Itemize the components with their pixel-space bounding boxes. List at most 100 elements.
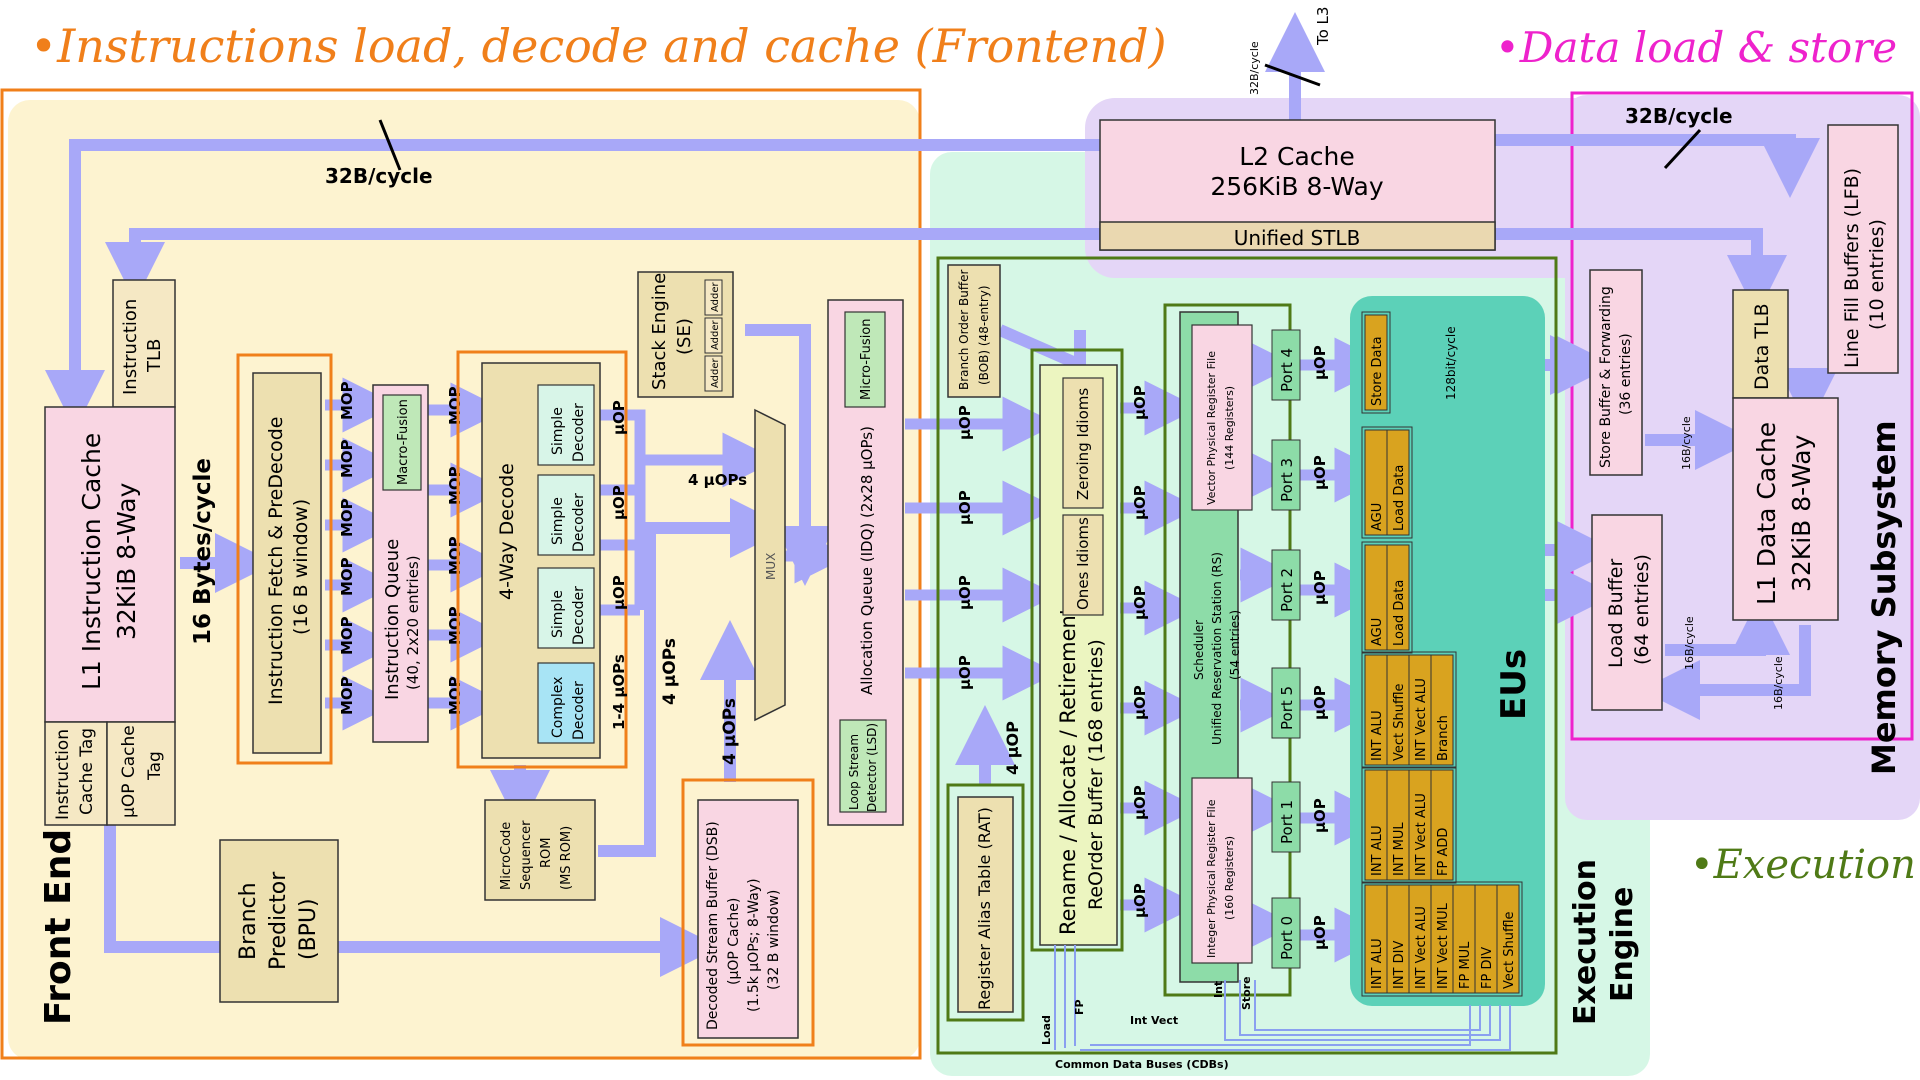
mop-label: MOP [338,676,356,715]
fetch-line2: (16 B window) [290,499,312,635]
uop-label: µOP [956,655,974,690]
port-label: Port 5 [1278,686,1296,730]
branch-predictor [219,839,339,1003]
vprf-line1: Vector Physical Register File [1205,351,1218,505]
bus-load-label: Load [1040,1015,1053,1045]
l2-title: L2 Cache [1239,142,1355,171]
execution-unit [1496,884,1520,994]
execution-unit-label: INT Vect MUL [1436,902,1451,989]
lb-line2: (64 entries) [1631,554,1653,665]
zeroing-idioms [1062,377,1104,509]
execution-unit-label: Store Data [1370,336,1385,406]
adder-label: Adder [710,319,721,350]
l1-data-cache [1732,397,1839,621]
dsb-line2: (µOP Cache) [726,898,742,985]
port-label: Port 4 [1278,348,1296,392]
frontend-frame [0,88,922,1060]
memory-subsystem-label: Memory Subsystem [1865,420,1903,775]
fetch-line1: Instruction Fetch & PreDecode [265,417,287,706]
mem-l2-bandwidth: 32B/cycle [1625,104,1733,128]
itlb-line2: TLB [144,339,165,373]
fetch-bandwidth: 16 Bytes/cycle [190,458,216,645]
iq-line1: Instruction Queue [382,539,403,700]
port-4 [1271,329,1301,401]
decode-label: 4-Way Decode [496,463,518,600]
uop-label: µOP [956,490,974,525]
rs-line2: Unified Reservation Station (RS) [1210,552,1224,745]
l1-lb-bandwidth: 16B/cycle [1772,656,1785,710]
rat-frame [946,783,1025,1022]
ones-idioms [1062,514,1104,616]
bus-intvect-label: Int Vect [1130,1014,1178,1027]
sb-l1-bandwidth: 16B/cycle [1680,416,1693,470]
execution-unit-label: Load Data [1392,580,1407,646]
uop-label: µOP [1311,345,1329,380]
macro-fusion-label: Macro-Fusion [396,399,411,485]
lsd-line2: Detector (LSD) [865,723,879,812]
stlb-label: Unified STLB [1234,226,1361,250]
instruction-fetch-predecode [252,372,322,754]
common-data-buses [1054,945,1511,1051]
execution-label-line1: Execution [1568,859,1603,1025]
itlb-line1: Instruction [120,299,141,395]
dsb-line3: (1.5k µOPs; 8-Way) [746,878,762,1012]
port-label: Port 3 [1278,458,1296,502]
uops-4-label: 4 µOPs [720,698,740,765]
fetch-frame [236,353,333,765]
microcode-sequencer-rom [484,799,596,901]
micro-fusion-label: Micro-Fusion [859,318,874,400]
port-5 [1271,667,1301,739]
execution-annotation: •Execution [1690,842,1916,888]
eu-group-eu-store [1361,311,1391,414]
bus-int-label: Int [1212,981,1225,998]
l1i-line2: 32KiB 8-Way [112,482,141,640]
decoder-line2: Decoder [571,403,587,462]
l1-instruction-cache [44,406,176,723]
eu-group-eu-port2 [1361,541,1413,654]
mux-label: MUX [764,553,778,580]
execution-unit-label: INT ALU [1370,938,1385,989]
bus-fp-label: FP [1073,999,1086,1015]
vector-register-file [1191,324,1253,511]
uop-label: µOP [1131,585,1149,620]
execution-unit-label: FP ADD [1436,828,1451,876]
uop-label: µOP [1311,570,1329,605]
store-data-bandwidth: 128bit/cycle [1444,326,1458,400]
line-fill-buffers [1827,124,1899,374]
decode-frame [456,350,628,769]
simple-decoder: Simple Decoder [537,567,595,649]
uop-label: µOP [1131,485,1149,520]
port-2 [1271,549,1301,621]
sb-line1: Store Buffer & Forwarding [1598,286,1614,468]
rob-line2: ReOrder Buffer (168 entries) [1085,639,1107,910]
execution-unit-label: FP DIV [1480,947,1495,989]
load-buffer [1591,514,1663,711]
uop-label: µOP [1131,785,1149,820]
unified-stlb [1099,221,1496,251]
lb-l1-bandwidth: 16B/cycle [1683,616,1696,670]
execution-unit-label: FP MUL [1458,941,1473,989]
adder-label: Adder [710,281,721,312]
memory-frame [1570,91,1914,741]
to-l3-label: To L3 [1314,7,1332,46]
execution-unit-label: INT ALU [1370,710,1385,761]
execution-unit-label: AGU [1370,618,1385,646]
l2-size: 256KiB 8-Way [1210,172,1384,201]
decoder-line2: Decoder [571,586,587,645]
uop-label: µOP [610,575,628,610]
execution-unit-label: INT ALU [1370,825,1385,876]
execution-unit [1430,654,1454,766]
port-3 [1271,439,1301,511]
iq-line2: (40, 2x20 entries) [404,555,422,690]
mop-label: MOP [446,386,464,425]
execution-unit [1386,429,1410,536]
lb-line1: Load Buffer [1605,559,1627,668]
execution-label-line2: Engine [1605,887,1640,1002]
execution-unit [1430,769,1454,881]
execution-unit [1364,314,1388,411]
front-end-label: Front End [38,829,79,1025]
mop-label: MOP [446,536,464,575]
uops-1-4-label: 1-4 µOPs [610,654,628,730]
store-buffer [1589,269,1643,476]
